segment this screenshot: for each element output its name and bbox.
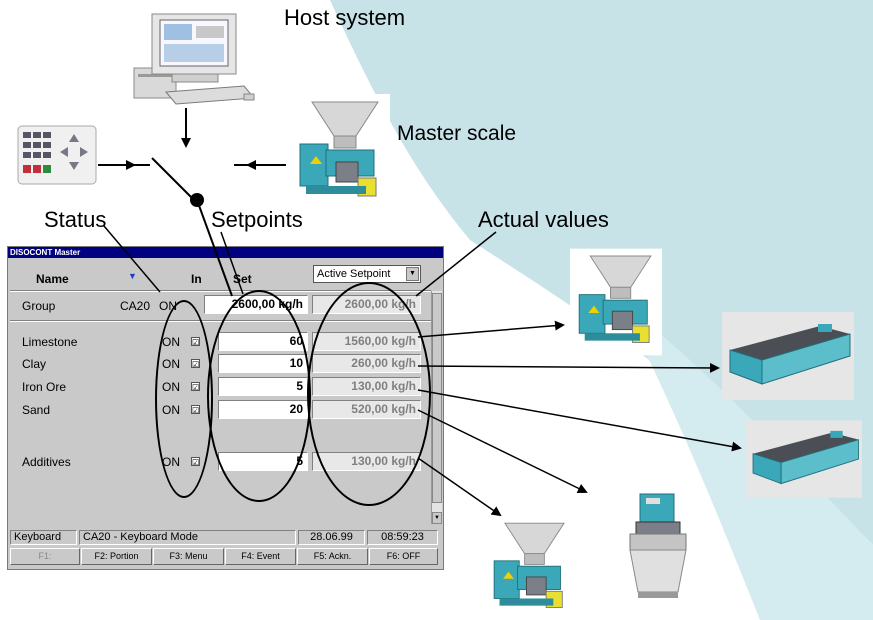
f1-button[interactable]: F1:: [10, 548, 80, 565]
setpoint-mode-value: Active Setpoint: [317, 268, 391, 280]
f6-off-button[interactable]: F6: OFF: [369, 548, 438, 565]
vertical-scrollbar[interactable]: ▼: [431, 291, 442, 524]
component-name: Iron Ore: [22, 380, 67, 394]
scrollbar-thumb[interactable]: [432, 293, 442, 503]
f4-event-button[interactable]: F4: Event: [225, 548, 296, 565]
component-name: Clay: [22, 357, 47, 371]
column-header-in: In: [191, 272, 202, 286]
setpoints-column-highlight: [207, 290, 311, 502]
column-header-name[interactable]: Name: [36, 272, 69, 286]
status-date: 28.06.99: [298, 530, 365, 545]
actual-values-column-highlight: [307, 282, 431, 506]
feeder-icon: [485, 516, 575, 620]
conveyor-icon: [746, 420, 862, 498]
status-label: Status: [44, 207, 107, 232]
group-label: Group: [22, 299, 56, 313]
component-name: Additives: [22, 455, 71, 469]
input-mode-status: Keyboard: [10, 530, 77, 545]
component-name: Limestone: [22, 335, 78, 349]
component-name: Sand: [22, 403, 51, 417]
host-system-label: Host system: [284, 5, 406, 30]
divider: [10, 320, 431, 322]
f3-menu-button[interactable]: F3: Menu: [153, 548, 224, 565]
master-scale-label: Master scale: [397, 122, 517, 145]
status-column-highlight: [155, 300, 213, 498]
f2-portion-button[interactable]: F2: Portion: [81, 548, 152, 565]
column-header-set: Set: [233, 272, 252, 286]
window-title: DISOCONT Master: [8, 247, 443, 258]
feeder-icon: [570, 248, 662, 356]
hopper-icon: [616, 488, 700, 604]
status-time: 08:59:23: [367, 530, 438, 545]
feeder-icon: [290, 94, 390, 210]
conveyor-icon: [722, 312, 854, 400]
scroll-down-icon[interactable]: ▼: [432, 512, 442, 524]
setpoint-mode-select[interactable]: Active Setpoint ▼: [313, 265, 421, 283]
keypad-icon: [17, 125, 97, 185]
status-message: CA20 - Keyboard Mode: [79, 530, 296, 545]
actual-values-label: Actual values: [478, 207, 609, 232]
chevron-down-icon[interactable]: ▼: [406, 267, 419, 281]
sort-arrow-icon[interactable]: ▼: [128, 271, 137, 281]
computer-icon: [133, 13, 256, 105]
setpoints-label: Setpoints: [211, 207, 303, 232]
f5-ackn-button[interactable]: F5: Ackn.: [297, 548, 368, 565]
group-id: CA20: [120, 299, 151, 313]
